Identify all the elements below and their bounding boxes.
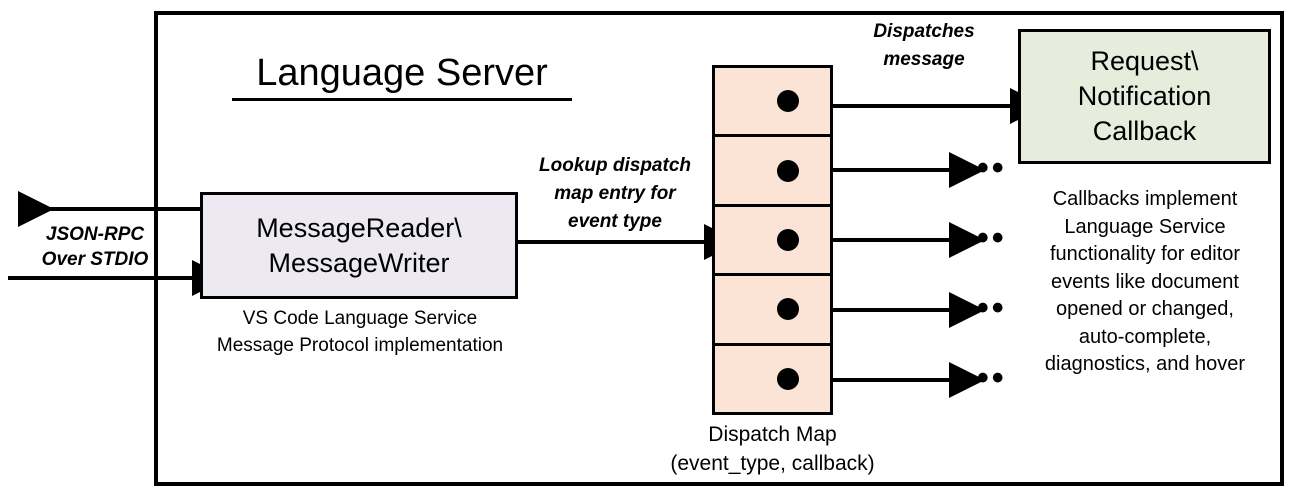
dispatch-map-row[interactable] [712,65,833,138]
dispatch-map-row[interactable] [712,203,833,277]
dispatch-entry-dot-icon [777,159,799,182]
dispatch-map-row[interactable] [712,342,833,416]
ellipsis-row-3: ••• [962,289,1007,327]
dispatch-map-caption-line2: (event_type, callback) [670,452,875,475]
callback-box-line2: Notification [1077,81,1212,111]
callback-caption-line2: Language Service [1064,215,1226,238]
callback-caption-line5: opened or changed, [1056,298,1234,320]
callback-caption-line7: diagnostics, and hover [1044,353,1246,375]
callback-box-line3: Callback [1092,116,1197,146]
message-box-line2: MessageWriter [268,247,450,278]
callback-caption-line3: functionality for editor [1049,243,1241,265]
ellipsis-row-4: ••• [962,359,1007,397]
request-notification-callback-box[interactable]: Request\ Notification Callback [1018,29,1271,164]
ellipsis-row-2: ••• [962,219,1007,257]
callback-box-caption: Callbacks implement Language Service fun… [1006,186,1284,379]
callback-box-line1: Request\ [1090,46,1199,76]
dispatch-entry-dot-icon [777,229,799,252]
dispatch-map-row[interactable] [712,134,833,207]
callback-caption-line4: events like document [1051,270,1239,293]
dispatch-entry-dot-icon [777,298,799,321]
callback-caption-line1: Callbacks implement [1052,188,1238,210]
dispatch-entry-dot-icon [777,367,799,390]
dispatches-label-line1: Dispatches [873,21,975,42]
lookup-label-line2: map entry for [554,183,676,204]
jsonrpc-label: JSON-RPC Over STDIO [20,222,170,272]
dispatches-label-line2: message [883,49,965,70]
callback-caption-line6: auto-complete, [1078,325,1212,348]
language-server-boundary [154,11,1284,486]
message-box-caption-line2: Message Protocol implementation [216,335,504,356]
dispatch-map-caption-line1: Dispatch Map [708,423,837,446]
dispatch-map-caption: Dispatch Map (event_type, callback) [640,420,905,478]
jsonrpc-label-line2: Over STDIO [41,249,149,270]
message-box-line1: MessageReader\ [256,212,462,243]
dispatches-message-label: Dispatches message [836,18,1012,74]
dispatch-entry-dot-icon [777,90,799,113]
lookup-label-line1: Lookup dispatch [539,155,691,176]
message-reader-writer-box[interactable]: MessageReader\ MessageWriter [200,192,518,299]
page-title: Language Server [232,50,572,101]
dispatch-map-row[interactable] [712,273,833,346]
dispatch-map-table[interactable] [712,65,833,416]
lookup-dispatch-label: Lookup dispatch map entry for event type [520,152,710,236]
lookup-label-line3: event type [568,211,662,232]
message-box-caption: VS Code Language Service Message Protoco… [190,305,530,359]
jsonrpc-label-line1: JSON-RPC [45,224,145,245]
ellipsis-row-1: ••• [962,149,1007,187]
message-box-caption-line1: VS Code Language Service [242,308,478,329]
